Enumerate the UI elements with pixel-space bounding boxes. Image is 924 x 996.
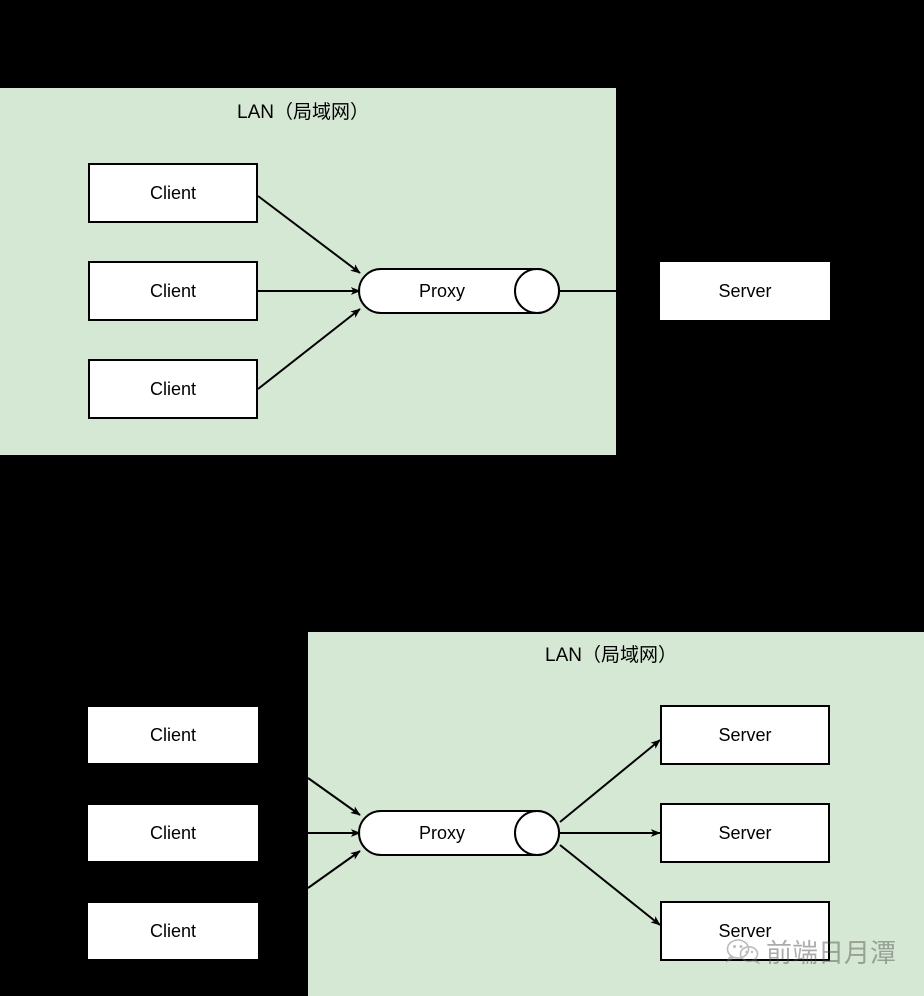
client-node-label: Client: [149, 378, 197, 399]
watermark: 前端日月潭: [726, 933, 896, 970]
server-node-top-1[interactable]: Server: [660, 262, 830, 320]
client-node-label: Client: [149, 724, 197, 745]
watermark-text: 前端日月潭: [766, 938, 897, 968]
client-node-bottom-2[interactable]: Client: [88, 805, 258, 861]
lan-title-bottom: LAN（局域网）: [545, 645, 677, 666]
proxy-end-cap-icon: [514, 810, 560, 856]
proxy-node-bottom[interactable]: Proxy: [358, 810, 560, 856]
server-node-bottom-2[interactable]: Server: [660, 803, 830, 863]
proxy-end-cap-icon: [514, 268, 560, 314]
client-node-label: Client: [149, 280, 197, 301]
server-node-label: Server: [718, 280, 772, 301]
server-node-label: Server: [718, 920, 772, 941]
server-node-label: Server: [718, 724, 772, 745]
server-node-bottom-1[interactable]: Server: [660, 705, 830, 765]
client-node-label: Client: [149, 822, 197, 843]
server-node-label: Server: [718, 822, 772, 843]
client-node-top-3[interactable]: Client: [88, 359, 258, 419]
client-node-label: Client: [149, 182, 197, 203]
proxy-node-label: Proxy: [418, 280, 465, 301]
lan-title-top: LAN（局域网）: [237, 102, 369, 123]
client-node-label: Client: [149, 920, 197, 941]
proxy-node-label: Proxy: [418, 822, 465, 843]
proxy-node-top[interactable]: Proxy: [358, 268, 560, 314]
server-node-bottom-3[interactable]: Server: [660, 901, 830, 961]
client-node-bottom-1[interactable]: Client: [88, 707, 258, 763]
client-node-top-2[interactable]: Client: [88, 261, 258, 321]
client-node-top-1[interactable]: Client: [88, 163, 258, 223]
wechat-icon: [726, 938, 760, 964]
client-node-bottom-3[interactable]: Client: [88, 903, 258, 959]
